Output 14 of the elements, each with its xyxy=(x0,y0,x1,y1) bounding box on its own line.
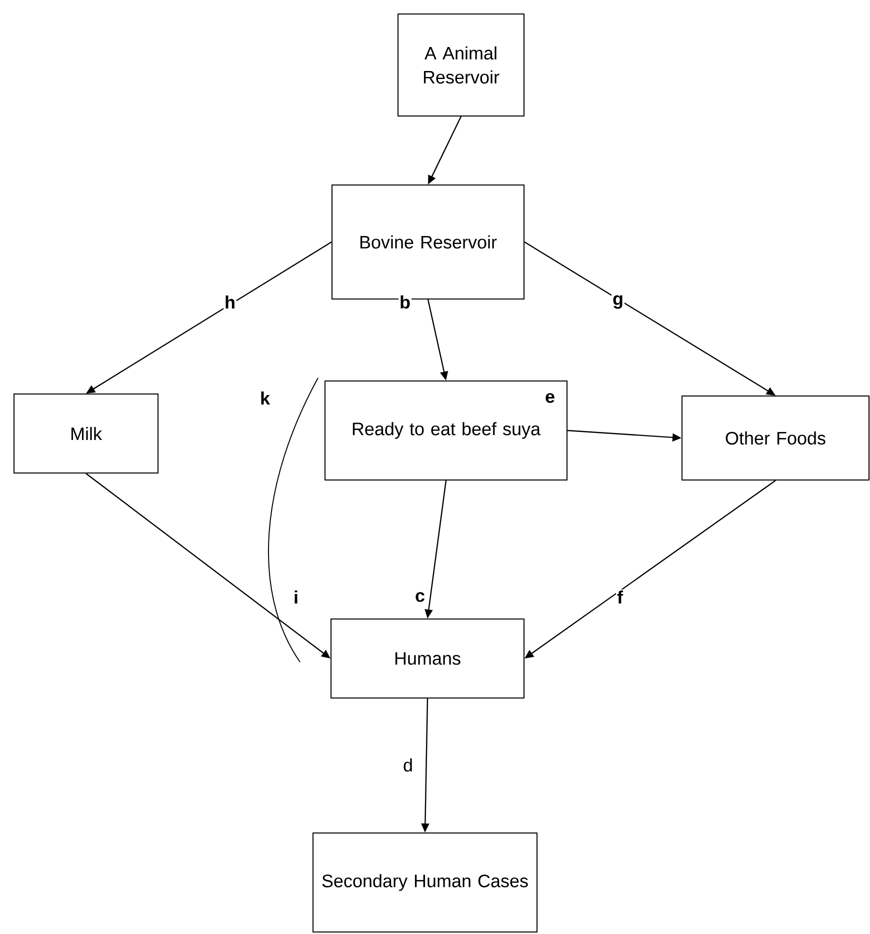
edge-label: g xyxy=(613,295,622,309)
process-box: Other Foods xyxy=(682,396,870,480)
edge-label: i xyxy=(294,590,298,604)
edge-label: e xyxy=(546,393,554,403)
edge-label: h xyxy=(226,295,234,309)
process-box: A Animal Reservoir xyxy=(398,14,524,116)
process-box: Secondary Human Cases xyxy=(312,832,538,932)
edge-label: d xyxy=(404,758,412,772)
process-box: Milk xyxy=(14,394,158,474)
edge-label: f xyxy=(617,590,624,604)
edge-label: b xyxy=(400,295,410,309)
edge-label: c xyxy=(416,592,424,602)
process-box: Humans xyxy=(330,618,524,698)
curve-label: k xyxy=(261,391,270,405)
